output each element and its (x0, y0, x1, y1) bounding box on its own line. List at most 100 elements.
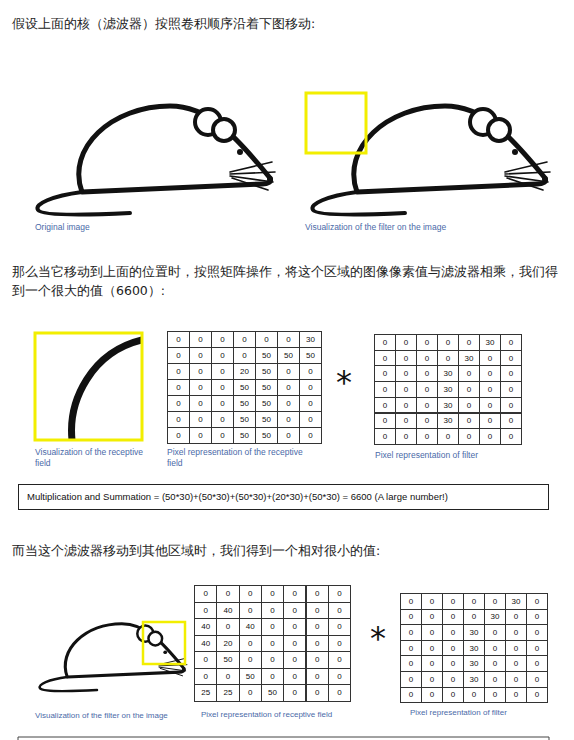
matrix-value: 0 (220, 335, 224, 344)
matrix-cell: 0 (416, 428, 438, 445)
caption-slot: Pixel representation of the receptive fi… (167, 447, 319, 469)
matrix-cell: 50 (277, 347, 300, 364)
matrix-value: 0 (425, 369, 429, 378)
formula-box: Multiplication and Summation = (50*30)+(… (18, 484, 549, 510)
matrix-cell: 0 (500, 381, 522, 398)
matrix-value: 0 (409, 644, 413, 653)
matrix-value: 0 (488, 401, 492, 410)
matrix-cell: 0 (505, 609, 527, 626)
matrix-value: 50 (223, 655, 232, 664)
matrix-value: 50 (262, 351, 271, 360)
matrix-value: 0 (425, 416, 429, 425)
matrix-cell: 30 (437, 365, 459, 382)
matrix-cell: 0 (211, 379, 234, 396)
matrix-cell: 0 (277, 411, 300, 428)
matrix-cell: 40 (239, 618, 262, 636)
matrix-value: 0 (176, 415, 180, 424)
matrix-value: 0 (425, 401, 429, 410)
matrix-value: 0 (293, 639, 297, 648)
matrix-cell: 30 (458, 350, 480, 367)
matrix-value: 0 (488, 416, 492, 425)
matrix-cell: 0 (400, 671, 422, 688)
matrix-cell: 50 (299, 347, 322, 364)
matrix-value: 0 (535, 675, 539, 684)
matrix-cell: 0 (437, 334, 459, 351)
matrix-cell: 0 (442, 624, 464, 641)
matrix-value: 0 (286, 431, 290, 440)
matrix-value: 0 (337, 606, 341, 615)
matrix-value: 25 (201, 688, 210, 697)
caption-slot: Pixel representation of filter (410, 708, 560, 718)
matrix-value: 0 (286, 383, 290, 392)
matrix-value: 0 (220, 367, 224, 376)
matrix-cell: 0 (189, 347, 212, 364)
matrix-cell: 0 (416, 365, 438, 382)
matrix-cell: 0 (374, 334, 396, 351)
matrix-value: 0 (308, 367, 312, 376)
matrix-cell: 30 (437, 381, 459, 398)
matrix-value: 0 (472, 597, 476, 606)
matrix-cell: 0 (421, 593, 443, 610)
matrix-value: 0 (315, 688, 319, 697)
matrix-cell: 0 (400, 624, 422, 641)
matrix-cell: 0 (211, 363, 234, 380)
matrix-value: 0 (308, 399, 312, 408)
matrix-cell: 30 (463, 640, 485, 657)
matrix-cell: 0 (261, 585, 284, 603)
matrix-cell: 40 (194, 635, 217, 653)
matrix-cell: 0 (526, 609, 548, 626)
matrix-value: 0 (451, 597, 455, 606)
matrix-value: 0 (176, 383, 180, 392)
matrix-cell: 0 (500, 334, 522, 351)
matrix-value: 0 (509, 354, 513, 363)
matrix-value: 0 (535, 690, 539, 699)
matrix-value: 0 (451, 675, 455, 684)
image-caption: Pixel representation of filter (410, 708, 560, 718)
matrix-value: 0 (509, 369, 513, 378)
matrix-value: 0 (451, 644, 455, 653)
matrix-cell: 0 (211, 331, 234, 348)
matrix-cell: 0 (395, 334, 417, 351)
matrix-value: 0 (493, 644, 497, 653)
matrix-value: 0 (409, 675, 413, 684)
matrix-value: 0 (226, 622, 230, 631)
matrix-cell: 0 (500, 350, 522, 367)
matrix-value: 0 (286, 415, 290, 424)
matrix-value: 50 (262, 383, 271, 392)
matrix-cell: 0 (421, 609, 443, 626)
matrix-value: 30 (470, 644, 479, 653)
matrix-cell: 0 (416, 413, 438, 430)
matrix-value: 0 (293, 688, 297, 697)
matrix-cell: 0 (328, 602, 351, 620)
matrix-cell: 0 (328, 668, 351, 686)
matrix-cell: 0 (374, 397, 396, 414)
matrix-value: 0 (383, 385, 387, 394)
matrix-value: 0 (425, 385, 429, 394)
paragraph-slot: 假设上面的核（滤波器）按照卷积顺序沿着下图移动: (12, 14, 564, 33)
matrix-value: 0 (430, 628, 434, 637)
matrix-value: 0 (270, 606, 274, 615)
matrix-value: 0 (203, 606, 207, 615)
matrix-cell: 0 (189, 363, 212, 380)
matrix-cell: 0 (526, 671, 548, 688)
matrix-value: 30 (512, 597, 521, 606)
matrix-cell: 0 (400, 609, 422, 626)
matrix-cell: 0 (167, 363, 190, 380)
matrix-value: 30 (470, 675, 479, 684)
matrix-cell: 0 (479, 413, 501, 430)
matrix-cell: 0 (416, 397, 438, 414)
matrix-cell: 0 (395, 381, 417, 398)
matrix-cell: 0 (299, 395, 322, 412)
receptive-field-window (35, 333, 142, 440)
matrix-cell: 0 (484, 640, 506, 657)
matrix-cell: 30 (437, 397, 459, 414)
matrix-cell: 0 (437, 428, 459, 445)
matrix-cell: 0 (395, 428, 417, 445)
matrix-value: 0 (293, 606, 297, 615)
matrix-cell: 30 (299, 331, 322, 348)
matrix-cell: 0 (283, 585, 306, 603)
matrix-value: 0 (248, 606, 252, 615)
matrix-cell: 0 (299, 427, 322, 444)
matrix-cell: 0 (395, 350, 417, 367)
matrix-value: 0 (472, 690, 476, 699)
